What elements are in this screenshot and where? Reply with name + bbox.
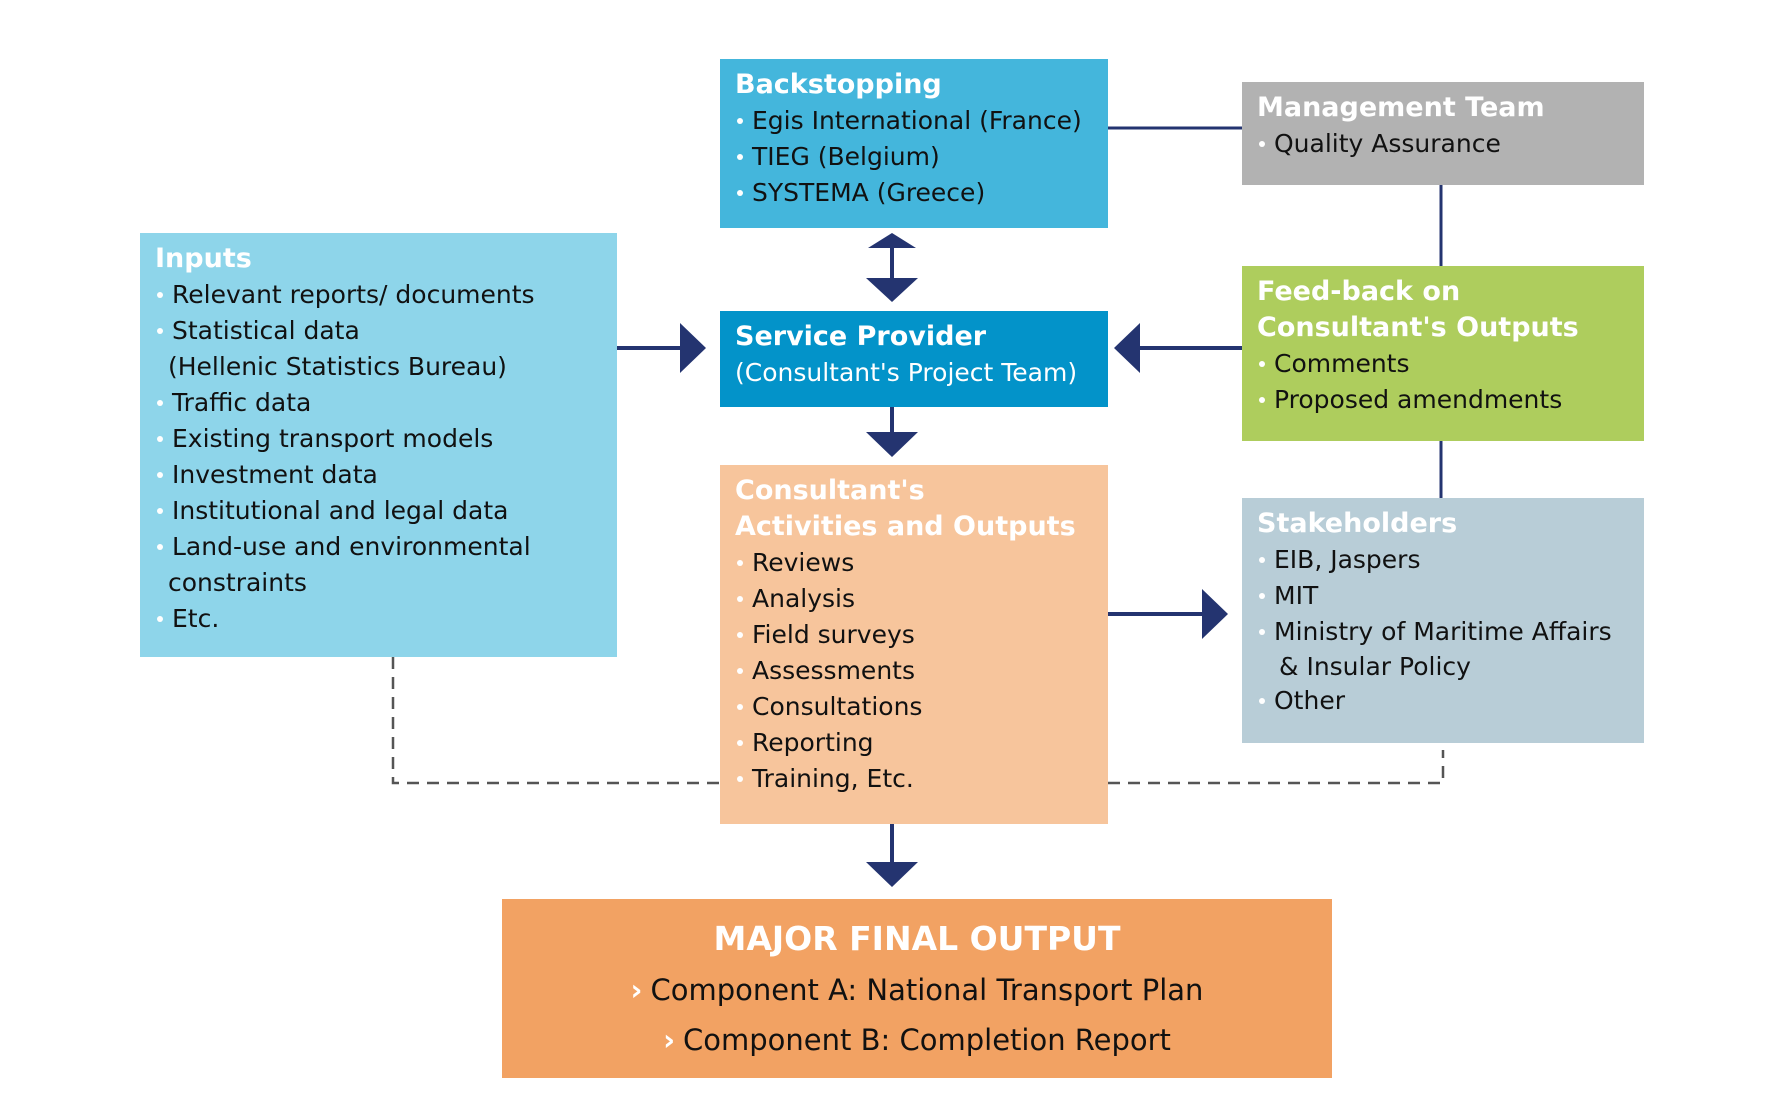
activities-title-line2: Activities and Outputs — [735, 511, 1076, 542]
management-team-box: Management Team Quality Assurance — [1242, 82, 1644, 185]
inputs-title: Inputs — [155, 243, 252, 274]
list-item: Land-use and environmental — [155, 529, 602, 565]
arrow-inputs-service — [568, 323, 706, 373]
feedback-box: Feed-back on Consultant's Outputs Commen… — [1242, 266, 1644, 441]
backstopping-box: Backstopping Egis International (France)… — [720, 59, 1108, 228]
inputs-box: Inputs Relevant reports/ documents Stati… — [140, 233, 617, 657]
component-a: ›Component A: National Transport Plan — [517, 965, 1317, 1015]
backstopping-list: Egis International (France) TIEG (Belgiu… — [735, 103, 1093, 211]
backstopping-title: Backstopping — [735, 69, 942, 100]
stakeholders-title: Stakeholders — [1257, 508, 1458, 539]
chevron-right-icon: › — [663, 1023, 676, 1057]
list-item-continuation: constraints — [168, 568, 307, 597]
list-item: Reporting — [735, 725, 1093, 761]
list-item: Quality Assurance — [1257, 126, 1629, 162]
stakeholders-box: Stakeholders EIB, Jaspers MIT Ministry o… — [1242, 498, 1644, 743]
list-item: Investment data — [155, 457, 602, 493]
list-item: Ministry of Maritime Affairs — [1257, 614, 1629, 650]
inputs-list: Relevant reports/ documents Statistical … — [155, 277, 602, 637]
feedback-list: Comments Proposed amendments — [1257, 346, 1629, 418]
list-item: Training, Etc. — [735, 761, 1093, 797]
list-item: Proposed amendments — [1257, 382, 1629, 418]
arrow-activities-stakeholders — [1090, 589, 1228, 639]
list-item: EIB, Jaspers — [1257, 542, 1629, 578]
major-final-output-box: MAJOR FINAL OUTPUT ›Component A: Nationa… — [502, 899, 1332, 1078]
management-title: Management Team — [1257, 92, 1545, 123]
service-title: Service Provider — [735, 321, 987, 352]
list-item: Consultations — [735, 689, 1093, 725]
list-item: TIEG (Belgium) — [735, 139, 1093, 175]
activities-title-line1: Consultant's — [735, 475, 925, 506]
list-item: Analysis — [735, 581, 1093, 617]
list-item: Other — [1257, 683, 1629, 719]
list-item-continuation: (Hellenic Statistics Bureau) — [168, 352, 507, 381]
chevron-right-icon: › — [630, 973, 643, 1007]
component-b: ›Component B: Completion Report — [517, 1015, 1317, 1065]
list-item-continuation: & Insular Policy — [1279, 652, 1471, 681]
arrow-feedback-service — [1114, 323, 1242, 373]
arrow-service-activities — [866, 407, 918, 457]
list-item: Relevant reports/ documents — [155, 277, 602, 313]
final-title: MAJOR FINAL OUTPUT — [713, 919, 1121, 958]
list-item: Institutional and legal data — [155, 493, 602, 529]
feedback-title-line2: Consultant's Outputs — [1257, 312, 1579, 343]
list-item: Statistical data — [155, 313, 602, 349]
dashed-loop-inputs — [391, 657, 720, 785]
list-item: Assessments — [735, 653, 1093, 689]
list-item: Reviews — [735, 545, 1093, 581]
activities-list: Reviews Analysis Field surveys Assessmen… — [735, 545, 1093, 797]
dashed-loop-stakeholders — [1108, 750, 1445, 785]
component-b-label: Component B: Completion Report — [683, 1023, 1171, 1057]
list-item: MIT — [1257, 578, 1629, 614]
stakeholders-list: EIB, Jaspers MIT Ministry of Maritime Af… — [1257, 542, 1629, 719]
list-item: Traffic data — [155, 385, 602, 421]
double-arrow-backstopping-service — [866, 233, 918, 302]
activities-box: Consultant's Activities and Outputs Revi… — [720, 465, 1108, 824]
service-subtitle: (Consultant's Project Team) — [735, 358, 1078, 387]
list-item: Egis International (France) — [735, 103, 1093, 139]
list-item: Comments — [1257, 346, 1629, 382]
list-item: Field surveys — [735, 617, 1093, 653]
list-item: Existing transport models — [155, 421, 602, 457]
service-provider-box: Service Provider (Consultant's Project T… — [720, 311, 1108, 407]
arrow-activities-final — [866, 818, 918, 887]
list-item: SYSTEMA (Greece) — [735, 175, 1093, 211]
management-list: Quality Assurance — [1257, 126, 1629, 162]
component-a-label: Component A: National Transport Plan — [650, 973, 1204, 1007]
list-item: Etc. — [155, 601, 602, 637]
feedback-title-line1: Feed-back on — [1257, 276, 1461, 307]
